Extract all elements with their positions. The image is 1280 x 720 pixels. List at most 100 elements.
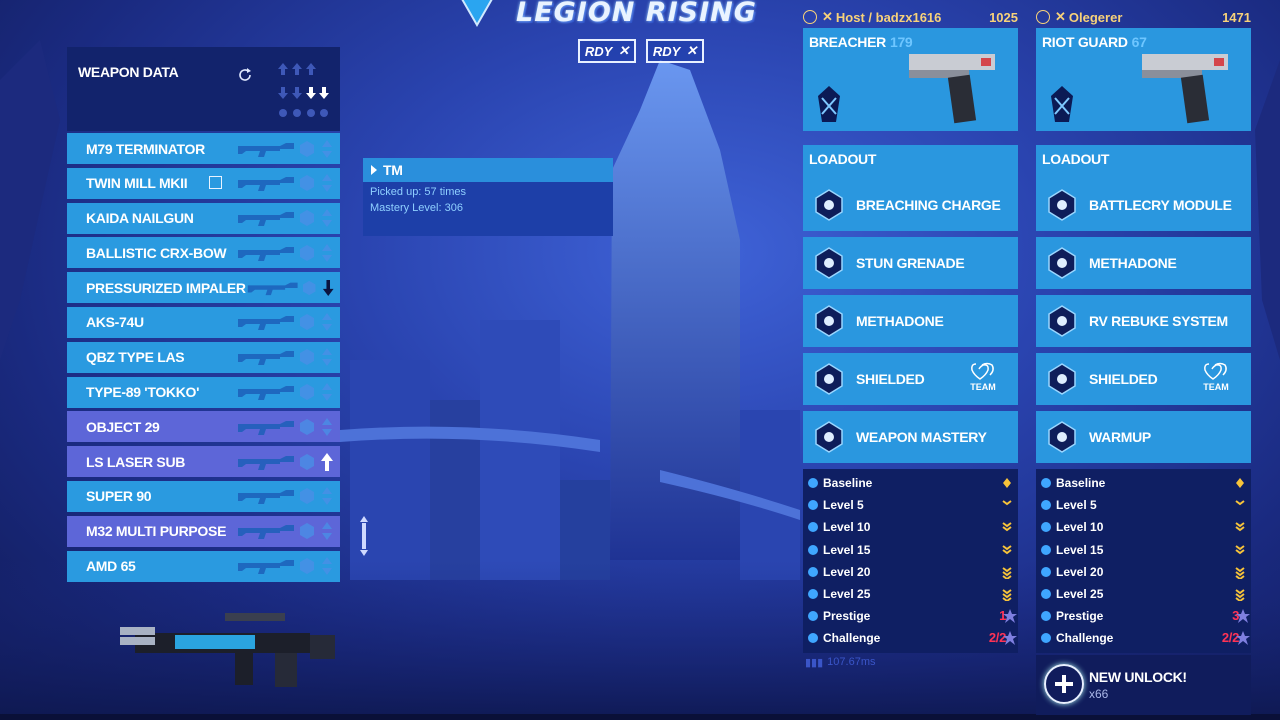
weapon-silhouette-icon <box>238 490 294 505</box>
weapon-row[interactable]: OBJECT 29 <box>67 411 340 443</box>
perk-level-row[interactable]: Level 10 <box>1036 516 1251 538</box>
chevron-rank-icon <box>1235 589 1245 601</box>
weapon-name: SUPER 90 <box>86 488 152 505</box>
loadout-item[interactable]: BATTLECRY MODULE <box>1036 179 1251 231</box>
double-arrow-icon <box>322 243 332 262</box>
perk-level-row[interactable]: Level 15 <box>1036 539 1251 561</box>
team-label: TEAM <box>1203 382 1229 392</box>
chevron-rank-icon <box>1235 522 1245 532</box>
rdy-button-1[interactable]: RDY✕ <box>578 39 636 63</box>
level-dot-icon <box>808 500 818 511</box>
weapon-row[interactable]: TWIN MILL MKII <box>67 167 340 199</box>
tooltip-title: TM <box>383 162 403 178</box>
star-icon <box>1003 609 1017 624</box>
weapon-row[interactable]: M32 MULTI PURPOSE <box>67 515 340 547</box>
loadout-item[interactable]: METHADONE <box>1036 237 1251 289</box>
chevron-rank-icon <box>1003 478 1011 488</box>
loadout-item[interactable]: RV REBUKE SYSTEM <box>1036 295 1251 347</box>
weapon-silhouette-icon <box>238 420 294 435</box>
weapon-row[interactable]: LS LASER SUB <box>67 446 340 478</box>
scroll-indicator-icon[interactable] <box>354 516 376 556</box>
perk-level-row[interactable]: Level 15 <box>803 539 1018 561</box>
loadout-item[interactable]: SHIELDED TEAM <box>1036 353 1251 405</box>
perk-level-row[interactable]: Baseline <box>1036 472 1251 494</box>
game-title-text: LEGION RISING <box>516 0 757 28</box>
weapon-name: OBJECT 29 <box>86 418 160 435</box>
weapon-row[interactable]: AMD 65 <box>67 550 340 582</box>
loadout-item-name: SHIELDED <box>856 371 925 387</box>
level-label: Prestige <box>823 609 871 624</box>
new-unlock-panel[interactable]: NEW UNLOCK! x66 <box>1036 655 1251 715</box>
level-label: Level 5 <box>823 498 864 513</box>
loadout-item[interactable]: METHADONE <box>803 295 1018 347</box>
level-label: Level 25 <box>1056 587 1104 602</box>
weapon-checkbox[interactable] <box>209 175 222 189</box>
weapon-row[interactable]: AKS-74U <box>67 306 340 338</box>
chevron-rank-icon <box>1235 566 1245 579</box>
perk-level-row[interactable]: Level 5 <box>803 494 1018 516</box>
level-value: 1 <box>999 608 1006 624</box>
perk-level-row[interactable]: Level 25 <box>803 583 1018 605</box>
sidearm-image <box>1142 54 1228 124</box>
tooltip-header: TM <box>363 158 613 182</box>
hexagon-icon <box>300 175 314 192</box>
perk-level-row[interactable]: Level 20 <box>1036 561 1251 583</box>
weapon-row[interactable]: KAIDA NAILGUN <box>67 202 340 234</box>
perk-level-row[interactable]: Level 5 <box>1036 494 1251 516</box>
weapon-row[interactable]: TYPE-89 'TOKKO' <box>67 376 340 408</box>
perk-level-row[interactable]: Level 25 <box>1036 583 1251 605</box>
rdy-button-2[interactable]: RDY✕ <box>646 39 704 63</box>
double-arrow-icon <box>322 417 332 436</box>
perk-level-row[interactable]: Level 20 <box>803 561 1018 583</box>
level-dot-icon <box>1041 500 1051 511</box>
loadout-item-icon <box>1048 189 1076 221</box>
weapon-row[interactable]: SUPER 90 <box>67 480 340 512</box>
chevron-rank-icon <box>1235 544 1245 554</box>
loadout-item[interactable]: STUN GRENADE <box>803 237 1018 289</box>
level-label: Level 10 <box>1056 520 1104 535</box>
level-label: Challenge <box>1056 631 1114 646</box>
hexagon-icon <box>300 210 314 227</box>
perk-level-row[interactable]: Prestige 1 <box>803 605 1018 627</box>
refresh-icon[interactable] <box>237 67 253 83</box>
weapon-row[interactable]: PRESSURIZED IMPALER <box>67 272 340 304</box>
level-dot-icon <box>808 478 818 489</box>
weapon-silhouette-icon <box>238 177 294 192</box>
team-heart-icon <box>971 362 994 380</box>
team-badge: TEAM <box>1201 361 1231 392</box>
weapon-silhouette-icon <box>238 525 294 540</box>
perk-level-row[interactable]: Baseline <box>803 472 1018 494</box>
weapon-row[interactable]: QBZ TYPE LAS <box>67 341 340 373</box>
loadout-item[interactable]: BREACHING CHARGE <box>803 179 1018 231</box>
player-name: Olegerer <box>1068 9 1123 25</box>
arrow-up-icon <box>321 452 333 471</box>
weapon-tooltip: TM Picked up: 57 times Mastery Level: 30… <box>363 158 613 236</box>
double-arrow-icon <box>322 487 332 506</box>
double-arrow-icon <box>322 348 332 367</box>
weapon-silhouette-icon <box>238 386 294 401</box>
perk-level-row[interactable]: Level 10 <box>803 516 1018 538</box>
loadout-item[interactable]: WARMUP <box>1036 411 1251 463</box>
weapon-row[interactable]: BALLISTIC CRX-BOW <box>67 237 340 269</box>
chevron-rank-icon <box>1002 566 1012 579</box>
hexagon-icon <box>300 418 314 435</box>
level-dot-icon <box>808 589 818 600</box>
level-dot-icon <box>808 522 818 533</box>
weapon-row[interactable]: M79 TERMINATOR <box>67 133 340 164</box>
sort-arrows-icon[interactable] <box>272 63 332 123</box>
weapon-data-header: WEAPON DATA <box>67 47 340 131</box>
star-icon <box>1003 631 1017 646</box>
double-arrow-icon <box>322 174 332 193</box>
loadout-item[interactable]: WEAPON MASTERY <box>803 411 1018 463</box>
double-arrow-icon <box>322 383 332 402</box>
loadout-item-name: SHIELDED <box>1089 371 1158 387</box>
